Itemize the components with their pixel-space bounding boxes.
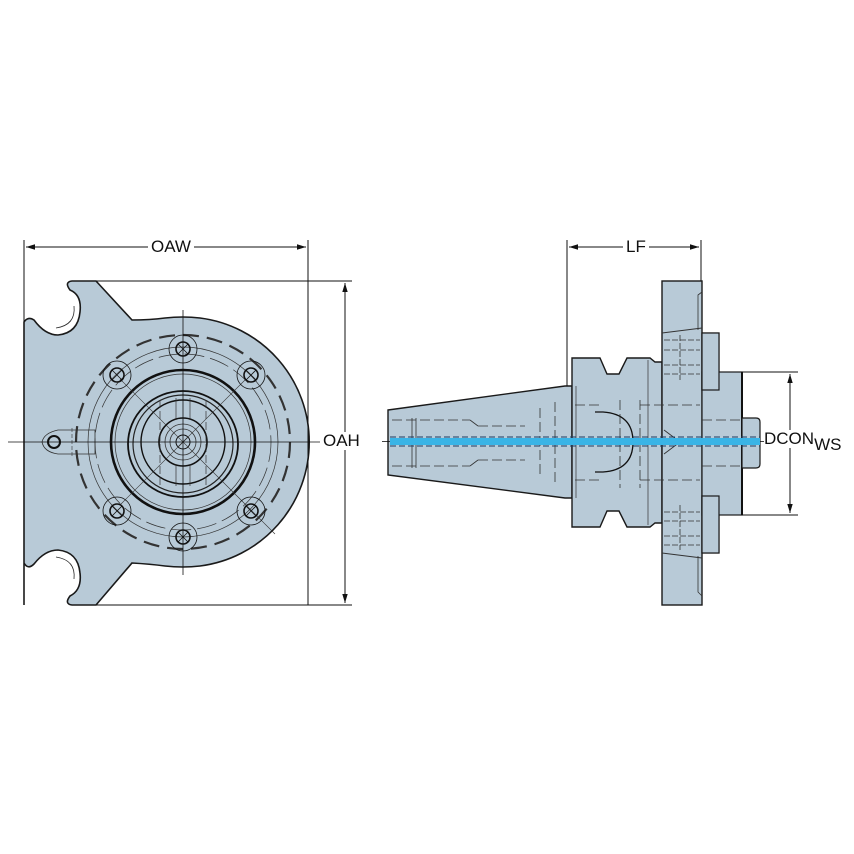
dcon-label-main: DCON [764, 429, 815, 448]
lf-label: LF [623, 238, 649, 256]
front-view [8, 280, 320, 606]
dcon-label: DCONWS [764, 429, 842, 454]
coolant-channel [390, 438, 760, 445]
oah-label: OAH [320, 432, 363, 450]
oaw-label: OAW [148, 238, 194, 256]
front-body [23, 280, 310, 606]
dcon-label-subscript: WS [814, 435, 842, 454]
side-view [382, 280, 766, 606]
